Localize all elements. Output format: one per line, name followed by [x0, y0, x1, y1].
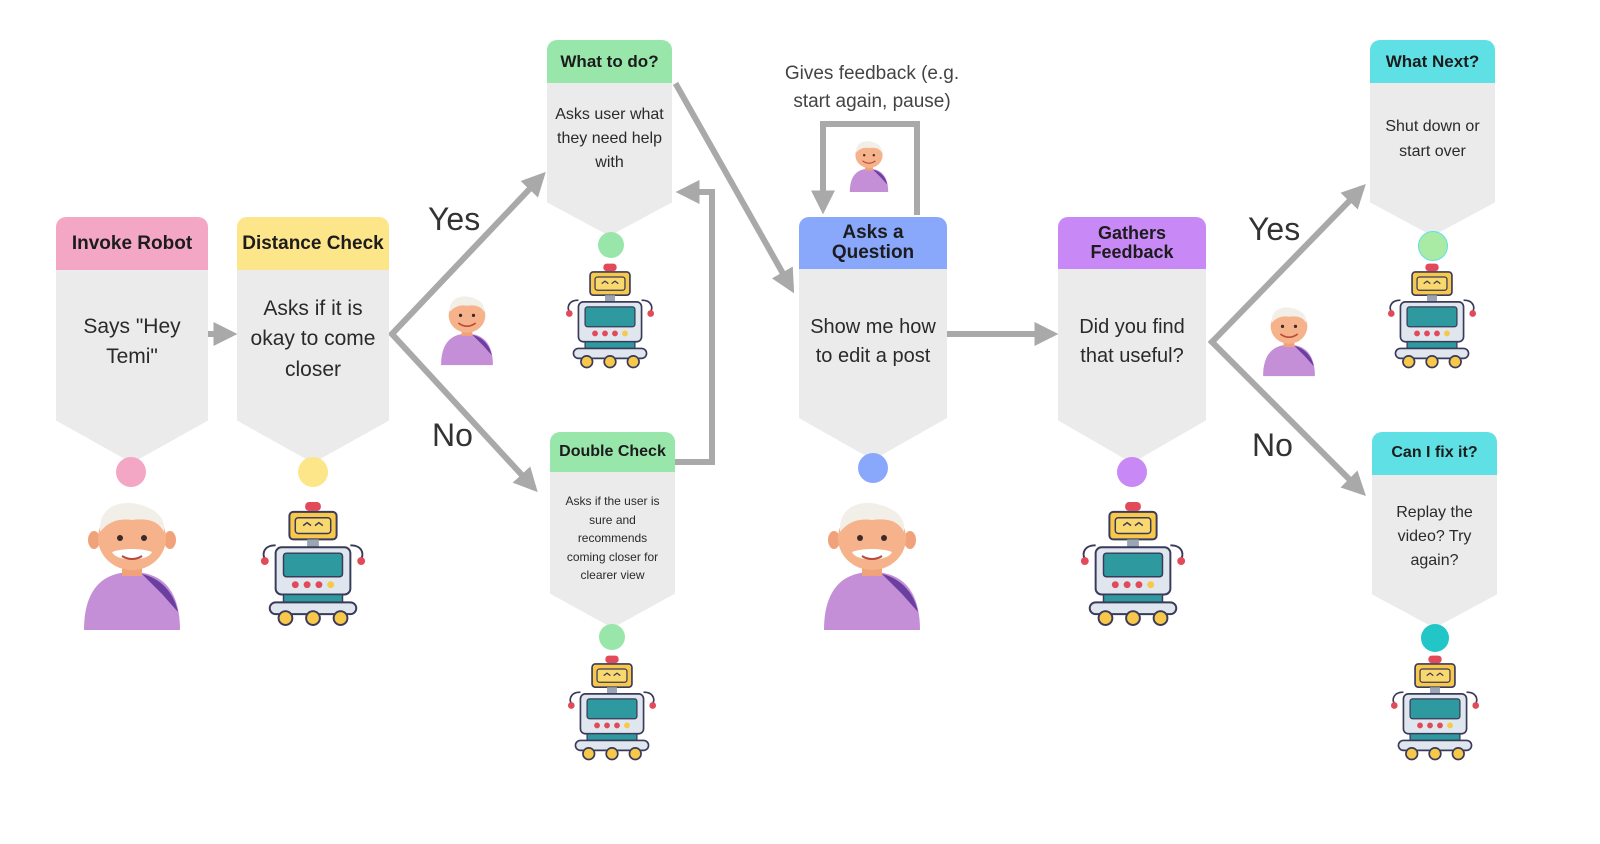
arrow-feedback-to-what-next	[1207, 183, 1366, 347]
card-text: Says "Hey Temi"	[56, 270, 208, 463]
robot-icon	[1080, 502, 1186, 626]
card-text-content: Did you find that useful?	[1079, 316, 1185, 367]
person-avatar-icon	[849, 141, 889, 192]
card-text: Asks if it is okay to come closer	[237, 270, 389, 463]
arrow-what-to-do-to-asks-question	[672, 81, 795, 294]
card-what-to-do: What to do? Asks user what they need hel…	[547, 40, 672, 236]
card-text: Shut down or start over	[1370, 83, 1495, 236]
card-title: Can I fix it?	[1372, 432, 1497, 475]
dot-pink	[116, 457, 146, 487]
dot-purple	[1117, 457, 1147, 487]
card-text: Show me how to edit a post	[799, 269, 947, 460]
robot-icon	[565, 263, 655, 369]
dot-light-green	[1418, 231, 1448, 261]
card-double-check: Double Check Asks if the user is sure an…	[550, 432, 675, 628]
person-avatar-icon	[824, 502, 920, 630]
robot-icon	[260, 502, 366, 626]
card-distance-check: Distance Check Asks if it is okay to com…	[237, 217, 389, 463]
card-title: Gathers Feedback	[1058, 217, 1206, 269]
card-text-content: Replay the video? Try again?	[1396, 504, 1473, 569]
card-asks-question: Asks a Question Show me how to edit a po…	[799, 217, 947, 460]
card-invoke-robot: Invoke Robot Says "Hey Temi"	[56, 217, 208, 463]
dot-green-bottom	[599, 624, 625, 650]
card-title: Asks a Question	[799, 217, 947, 269]
card-title: Invoke Robot	[56, 217, 208, 270]
card-title: What to do?	[547, 40, 672, 83]
card-what-next: What Next? Shut down or start over	[1370, 40, 1495, 236]
card-can-i-fix: Can I fix it? Replay the video? Try agai…	[1372, 432, 1497, 628]
card-title: Distance Check	[237, 217, 389, 270]
card-text: Asks if the user is sure and recommends …	[550, 472, 675, 628]
card-title: What Next?	[1370, 40, 1495, 83]
person-avatar-icon	[441, 296, 493, 366]
card-text-content: Asks if the user is sure and recommends …	[565, 494, 660, 583]
card-text: Asks user what they need help with	[547, 83, 672, 236]
label-no-2: No	[1252, 427, 1293, 463]
robot-icon	[1390, 655, 1480, 761]
robot-icon	[1387, 263, 1477, 369]
card-text: Did you find that useful?	[1058, 269, 1206, 463]
arrow-double-check-to-what-to-do	[673, 180, 715, 465]
person-avatar-icon	[84, 502, 180, 630]
card-text-content: Asks if it is okay to come closer	[250, 297, 376, 381]
card-text-content: Shut down or start over	[1385, 118, 1480, 160]
card-text-content: Asks user what they need help with	[555, 106, 664, 171]
dot-green-top	[598, 232, 624, 258]
person-avatar-icon	[1263, 307, 1315, 377]
label-yes-2: Yes	[1248, 211, 1301, 247]
dot-blue	[858, 453, 888, 483]
card-title: Double Check	[550, 432, 675, 472]
dot-teal	[1421, 624, 1449, 652]
dot-yellow	[298, 457, 328, 487]
card-text-content: Show me how to edit a post	[810, 316, 936, 367]
label-no-1: No	[432, 417, 473, 453]
card-text-content: Says "Hey Temi"	[83, 315, 181, 369]
feedback-note: Gives feedback (e.g. start again, pause)	[784, 63, 960, 112]
label-yes-1: Yes	[428, 201, 481, 237]
arrow-distance-to-what-to-do	[387, 171, 546, 339]
robot-icon	[567, 655, 657, 761]
arrow-feedback-loop	[811, 121, 920, 215]
arrow-feedback-to-can-i-fix	[1207, 337, 1366, 496]
arrow-distance-to-double-check	[387, 329, 538, 493]
card-text: Replay the video? Try again?	[1372, 475, 1497, 628]
card-gathers-feedback: Gathers Feedback Did you find that usefu…	[1058, 217, 1206, 463]
